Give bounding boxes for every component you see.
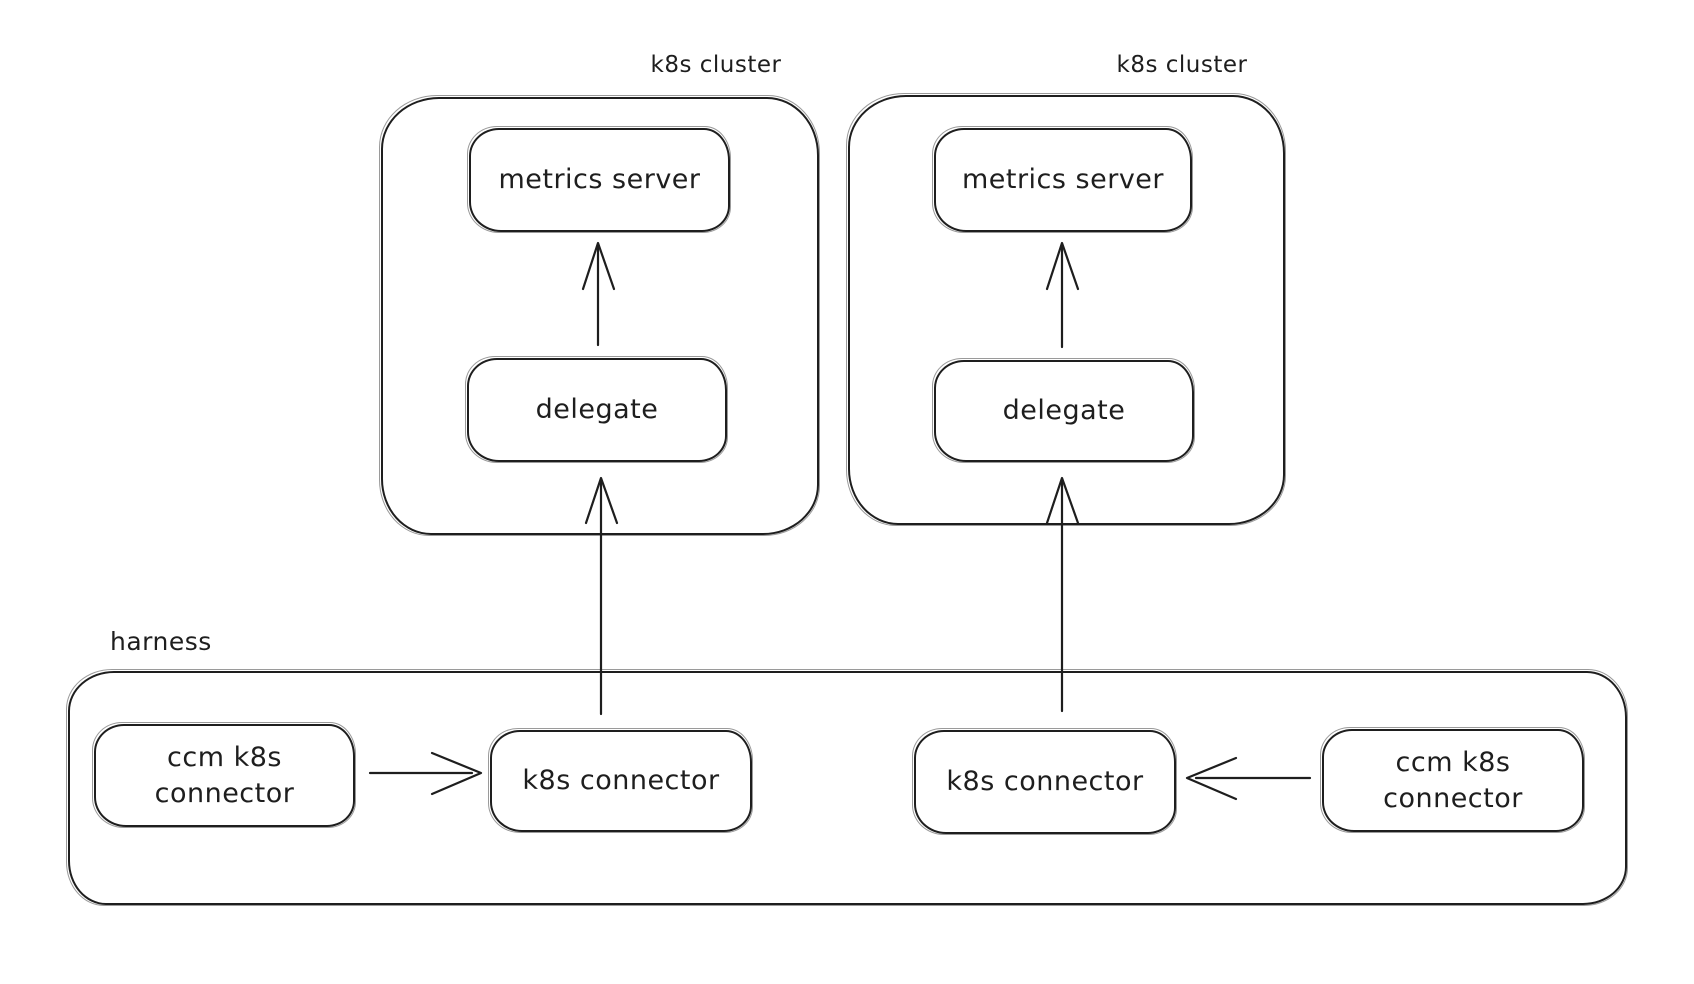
ccm-k8s-connector-node-right: ccm k8s connector [1320,727,1585,833]
k8s-connector-node-right: k8s connector [912,728,1177,835]
cluster-1-container: metrics server delegate [379,95,820,536]
cluster-1-label: k8s cluster [650,52,782,78]
ccm-k8s-connector-left-line-2: connector [154,777,295,809]
delegate-node-1: delegate [465,356,728,463]
ccm-k8s-connector-right-line-1: ccm k8s [1395,746,1511,778]
ccm-k8s-connector-left-line-1: ccm k8s [167,741,282,773]
cluster-2-label: k8s cluster [1116,52,1248,78]
k8s-connector-right-label: k8s connector [946,766,1144,798]
k8s-connector-left-label: k8s connector [522,765,720,797]
cluster-2-container: metrics server delegate [846,93,1286,526]
ccm-k8s-connector-right-line-2: connector [1383,782,1523,814]
ccm-k8s-connector-node-left: ccm k8s connector [92,722,356,828]
harness-label: harness [110,627,212,656]
harness-container: ccm k8s connector k8s connector k8s conn… [66,669,1628,906]
metrics-server-2-label: metrics server [961,164,1165,196]
metrics-server-1-label: metrics server [498,164,701,196]
delegate-1-label: delegate [535,394,659,426]
delegate-node-2: delegate [932,358,1195,463]
delegate-2-label: delegate [1002,395,1126,427]
k8s-connector-node-left: k8s connector [488,728,753,833]
metrics-server-node-1: metrics server [467,126,731,233]
metrics-server-node-2: metrics server [932,126,1193,233]
